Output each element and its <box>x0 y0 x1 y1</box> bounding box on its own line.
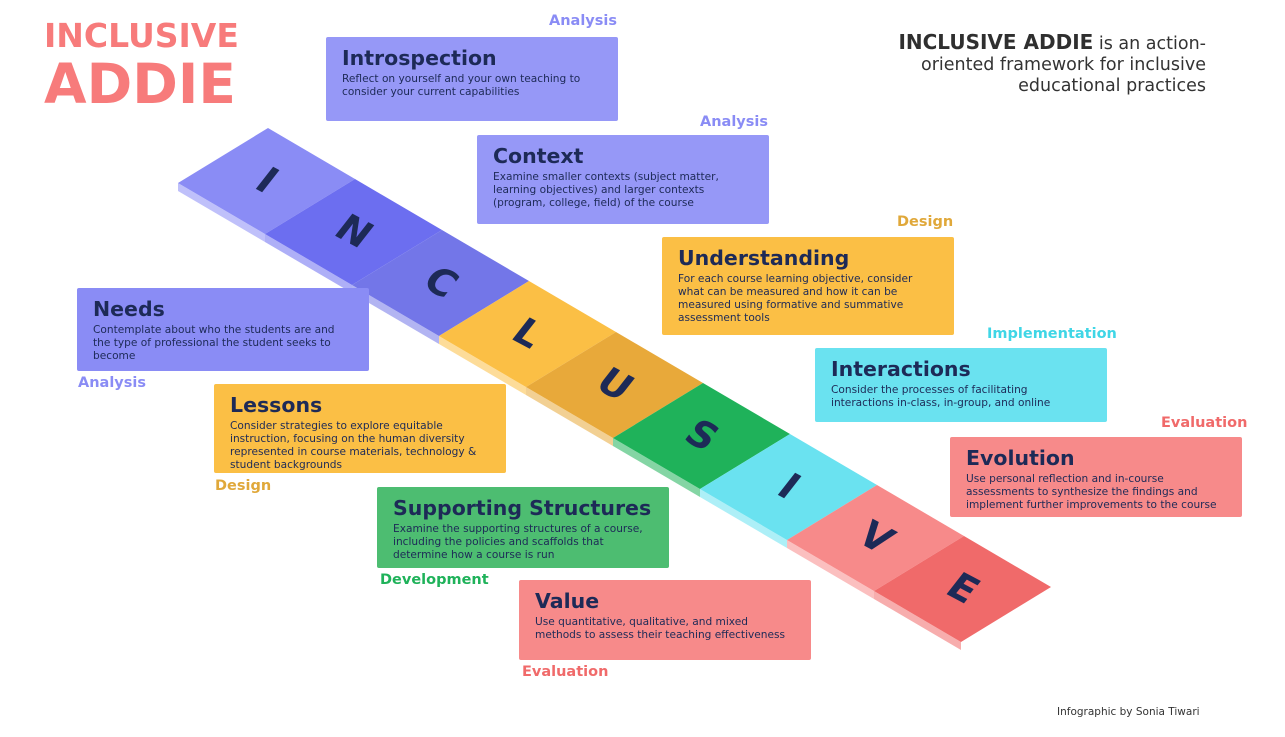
card-supporting-structures: Supporting Structures Examine the suppor… <box>377 487 669 568</box>
letter-tile-side <box>874 591 961 650</box>
phase-label-supporting: Development <box>380 572 489 588</box>
card-title: Lessons <box>230 393 323 417</box>
credit: Infographic by Sonia Tiwari <box>1057 706 1200 718</box>
card-value: Value Use quantitative, qualitative, and… <box>519 580 811 660</box>
letter-tile <box>178 128 355 234</box>
letter-tile <box>265 179 442 285</box>
card-title: Interactions <box>831 357 971 381</box>
phase-label-lessons: Design <box>215 478 272 494</box>
card-evolution: Evolution Use personal reflection and in… <box>950 437 1242 517</box>
phase-label-understanding: Design <box>897 214 954 230</box>
card-body: Examine the supporting structures of a c… <box>393 523 643 561</box>
card-body: Consider the processes of facilitating i… <box>831 384 1051 409</box>
letter-tile-side <box>700 489 787 548</box>
card-title: Context <box>493 144 584 168</box>
card-title: Understanding <box>678 246 850 270</box>
card-body: Use personal reflection and in-course as… <box>966 473 1217 511</box>
card-title: Value <box>535 589 600 613</box>
tagline-bold: INCLUSIVE ADDIE <box>898 30 1094 54</box>
letter-tile-side <box>787 540 874 599</box>
card-title: Needs <box>93 297 165 321</box>
card-body: Contemplate about who the students are a… <box>93 324 335 362</box>
card-title: Introspection <box>342 46 497 70</box>
card-introspection: Introspection Reflect on yourself and yo… <box>326 37 618 121</box>
letter-tile-side <box>265 234 352 293</box>
letter-tile <box>439 281 616 387</box>
letter-tile-side <box>439 336 526 395</box>
letter-tile <box>526 332 703 438</box>
card-lessons: Lessons Consider strategies to explore e… <box>214 384 506 473</box>
tagline: INCLUSIVE ADDIE is an action-oriented fr… <box>876 32 1206 97</box>
card-title: Evolution <box>966 446 1075 470</box>
letter-tile-side <box>352 285 439 344</box>
card-body: Examine smaller contexts (subject matter… <box>493 171 719 209</box>
letter-tile <box>787 485 964 591</box>
title-addie: ADDIE <box>44 52 236 116</box>
card-body: For each course learning objective, cons… <box>678 273 913 324</box>
letter-tile <box>874 536 1051 642</box>
card-body: Consider strategies to explore equitable… <box>230 420 477 471</box>
letter-tile-side <box>178 183 265 242</box>
title-inclusive: INCLUSIVE <box>44 16 239 55</box>
card-interactions: Interactions Consider the processes of f… <box>815 348 1107 422</box>
letter-tile <box>613 383 790 489</box>
card-body: Use quantitative, qualitative, and mixed… <box>535 616 786 641</box>
card-body: Reflect on yourself and your own teachin… <box>342 73 581 98</box>
phase-label-interactions: Implementation <box>987 326 1117 342</box>
tagline-rest: is an action-oriented framework for incl… <box>921 34 1206 96</box>
card-understanding: Understanding For each course learning o… <box>662 237 954 335</box>
letter-tile-side <box>613 438 700 497</box>
card-title: Supporting Structures <box>393 496 652 520</box>
letter-tile <box>352 230 529 336</box>
phase-label-value: Evaluation <box>522 664 609 680</box>
card-context: Context Examine smaller contexts (subjec… <box>477 135 769 224</box>
card-needs: Needs Contemplate about who the students… <box>77 288 369 371</box>
phase-label-needs: Analysis <box>78 375 146 391</box>
phase-label-context: Analysis <box>700 114 768 130</box>
letter-tile <box>700 434 877 540</box>
phase-label-evolution: Evaluation <box>1161 415 1248 431</box>
letter-tile-side <box>526 387 613 446</box>
phase-label-introspection: Analysis <box>549 13 617 29</box>
